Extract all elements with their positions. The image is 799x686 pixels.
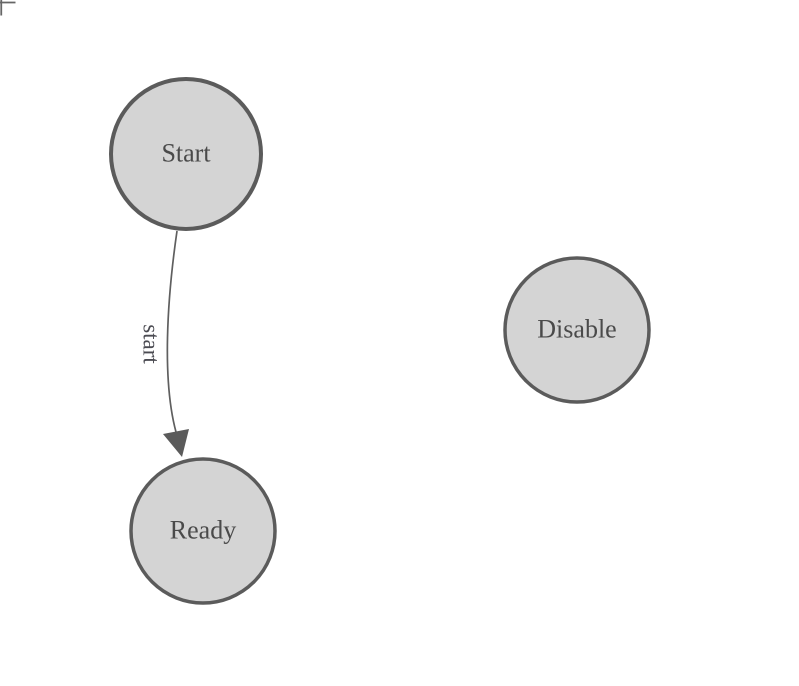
arrowhead-icon [163,429,189,457]
transition-label: start [139,324,164,364]
state-circle[interactable] [129,457,277,605]
state-circle[interactable] [109,77,263,231]
transition-edge-start-ready[interactable]: start [139,230,190,457]
state-node-ready[interactable]: Ready [129,457,277,605]
state-node-start[interactable]: Start [109,77,263,231]
state-node-disable[interactable]: Disable [503,256,651,404]
state-circle[interactable] [503,256,651,404]
transition-edge-path[interactable] [166,230,178,433]
canvas-corner-mark [0,0,16,16]
